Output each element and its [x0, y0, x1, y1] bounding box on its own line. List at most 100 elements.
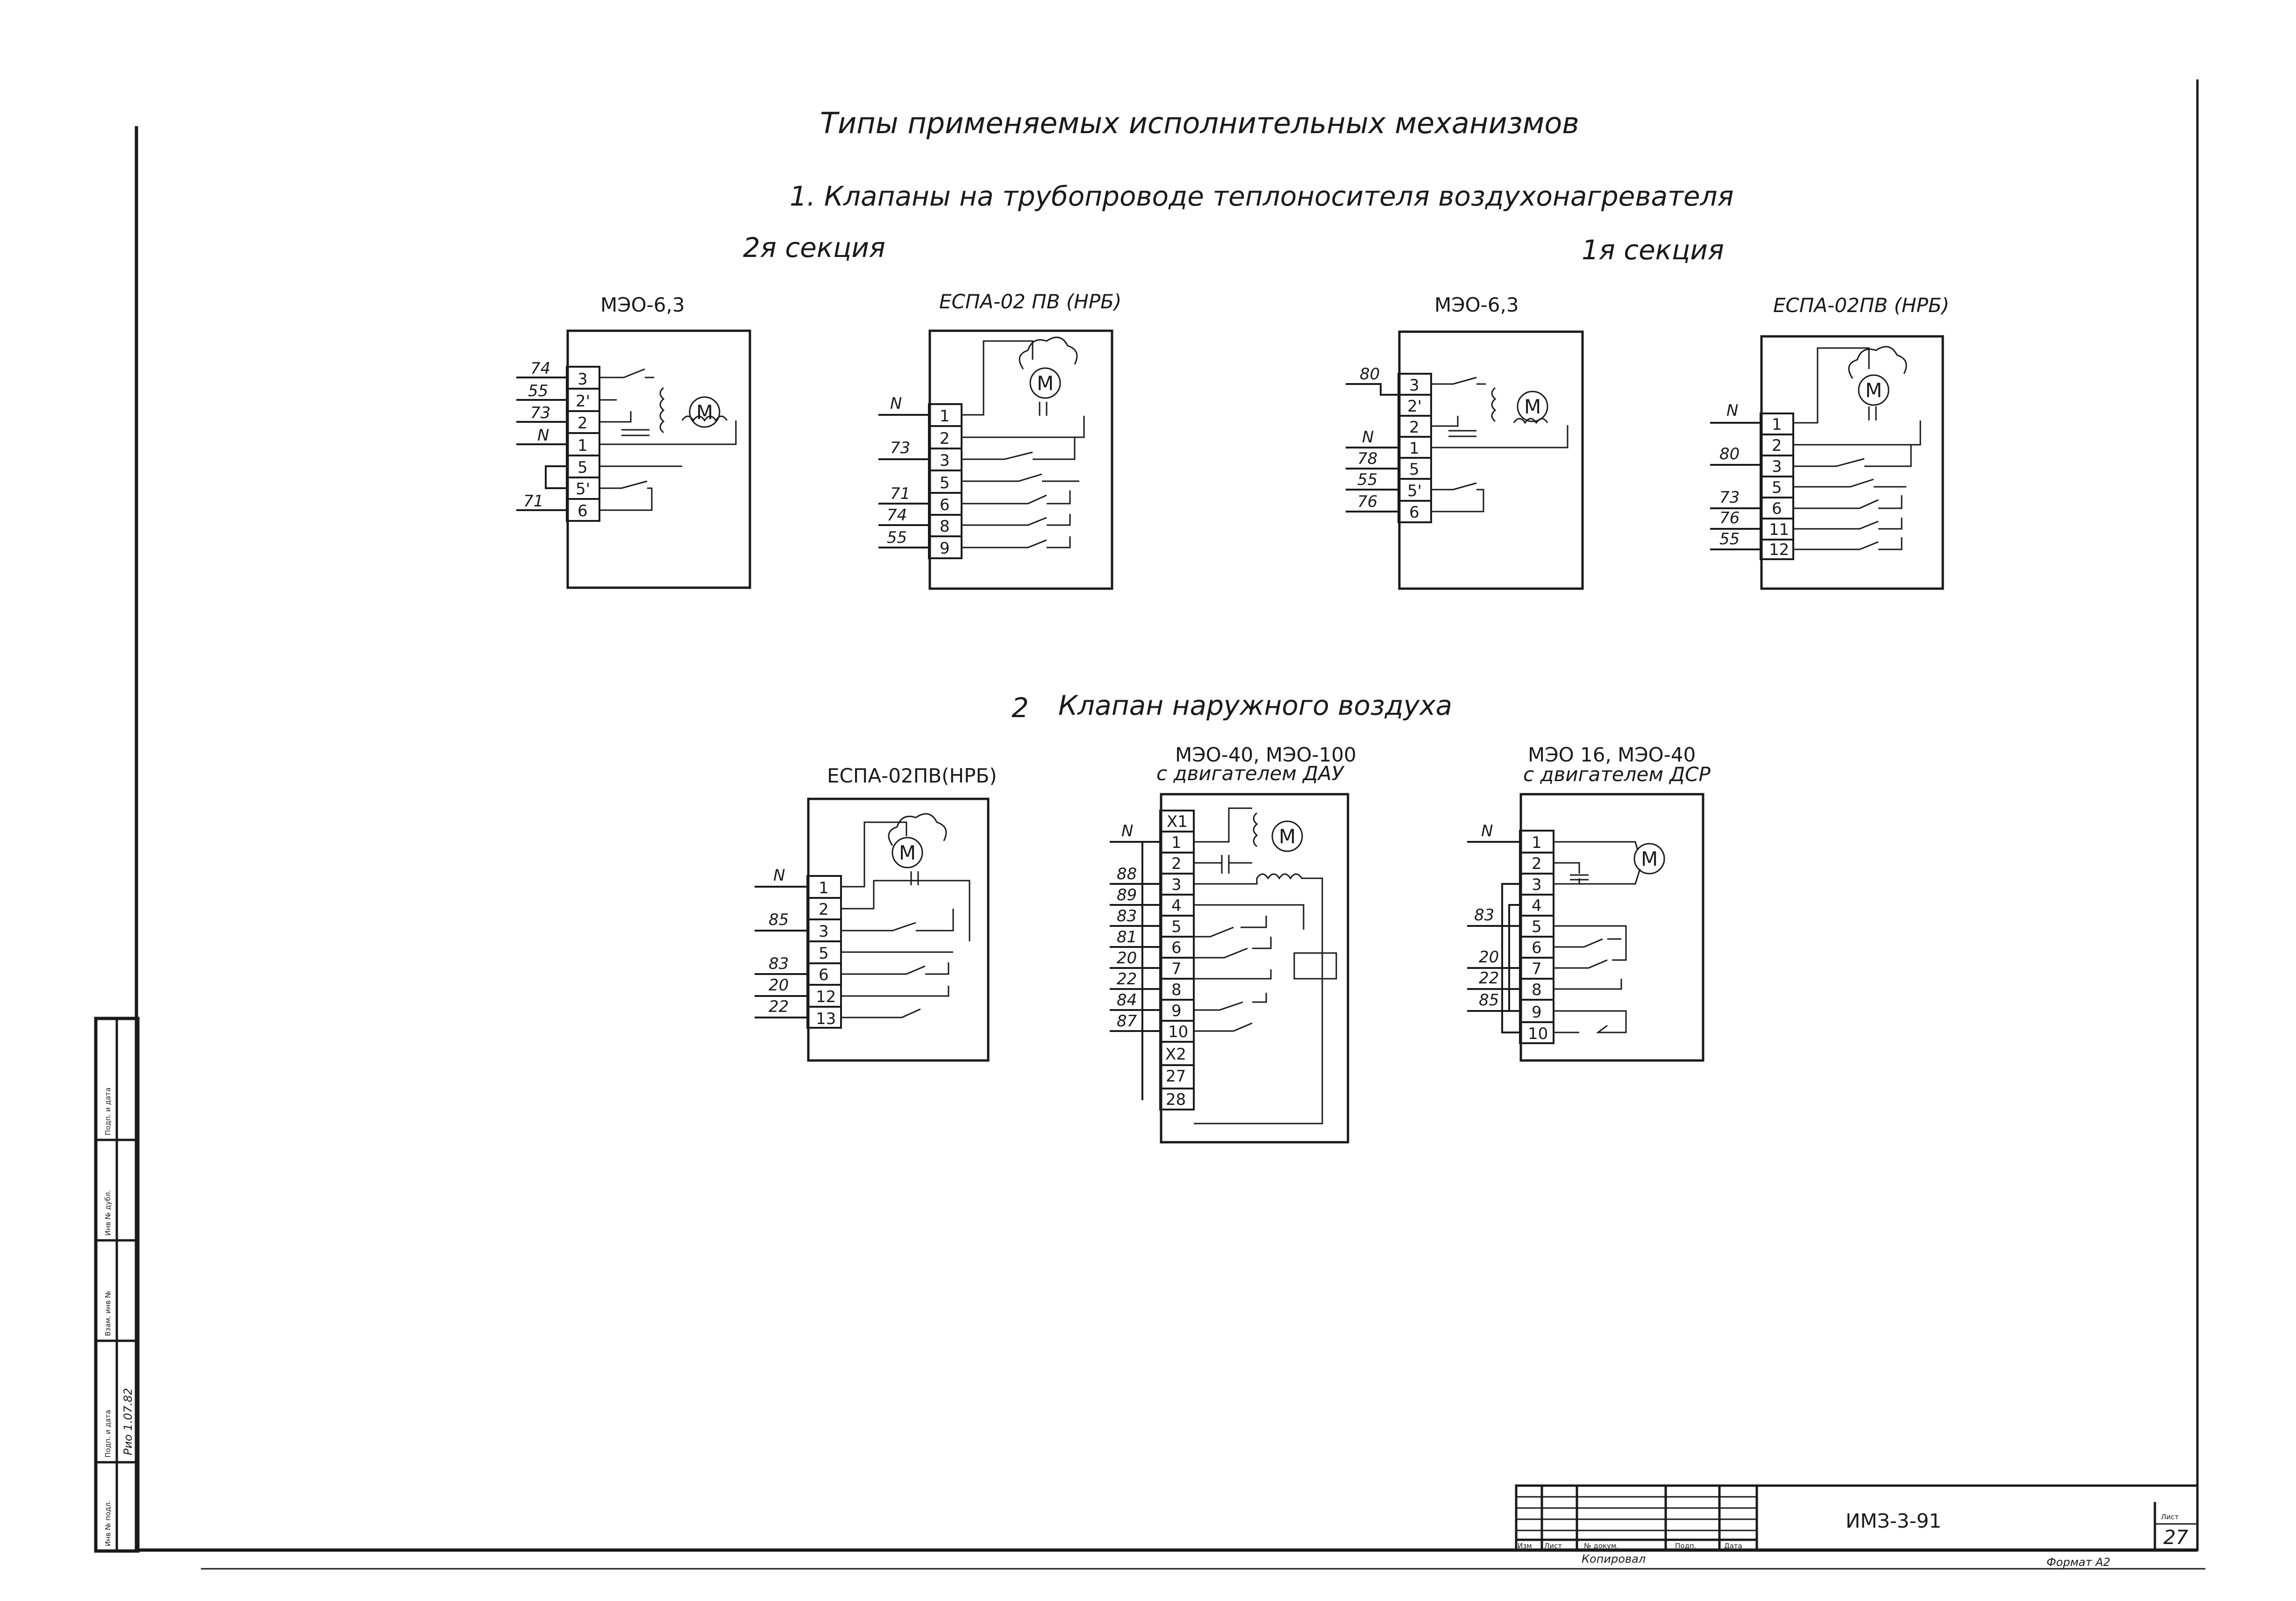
wire-76: 76 [1719, 509, 1740, 527]
section1-title: 1. Клапаны на трубопроводе теплоносителя… [790, 180, 1734, 212]
terminal-2: 2 [1409, 418, 1419, 437]
terminal-2: 2 [1772, 436, 1782, 455]
side-stamp-podp-data-1: Подп. и дата [104, 1410, 112, 1458]
terminal-2p: 2' [576, 392, 590, 411]
wire-20: 20 [1117, 949, 1137, 968]
wire-81: 81 [1117, 928, 1137, 946]
terminal-3: 3 [578, 370, 588, 389]
terminal-2: 2 [1171, 854, 1182, 873]
wire-73: 73 [530, 404, 550, 422]
device-meo-6-3-sec2: МЭО-6,3 3 2' 2 1 5 5' 6 74 55 73 N 71 [516, 293, 751, 589]
wire-88: 88 [1117, 865, 1137, 883]
wire-80: 80 [1360, 365, 1380, 384]
wire-N: N [890, 394, 902, 413]
side-stamp-handwriting: Рио 1.07.82 [121, 1388, 135, 1455]
terminal-1: 1 [1171, 833, 1182, 852]
block-X1: X1 [1167, 812, 1188, 831]
section2-title: Клапан наружного воздуха [1058, 690, 1452, 721]
side-stamp: Инв № подл. Подп. и дата Взам. инв № Инв… [94, 1017, 140, 1553]
side-stamp-inv-podl: Инв № подл. [104, 1500, 112, 1546]
terminal-1: 1 [940, 407, 950, 426]
wire-74: 74 [530, 359, 550, 378]
wire-78: 78 [1357, 449, 1377, 468]
terminal-1: 1 [1532, 833, 1542, 852]
terminal-28: 28 [1166, 1090, 1186, 1109]
device-name: МЭО-6,3 [1434, 293, 1519, 316]
wire-20: 20 [1479, 948, 1499, 967]
internal-circuit [962, 336, 1085, 548]
wires [1467, 841, 1520, 1033]
terminal-6: 6 [578, 502, 588, 520]
side-stamp-podp-data-2: Подп. и дата [104, 1088, 112, 1135]
wire-73: 73 [1719, 488, 1740, 507]
terminal-6: 6 [940, 496, 950, 514]
terminal-2: 2 [940, 429, 950, 448]
terminal-5: 5 [819, 944, 829, 963]
wire-20: 20 [769, 976, 789, 995]
terminal-6: 6 [819, 966, 829, 984]
wire-N: N [773, 866, 785, 885]
terminal-1: 1 [1409, 439, 1419, 458]
terminal-1: 1 [578, 436, 588, 455]
terminal-10: 10 [1528, 1025, 1548, 1043]
internal-circuit [599, 368, 737, 511]
wires [1110, 841, 1160, 1100]
col-list: Лист [1544, 1542, 1562, 1550]
doc-code: ИМЗ-3-91 [1846, 1509, 1941, 1532]
wires [755, 886, 807, 1018]
terminal-10: 10 [1168, 1023, 1188, 1041]
col-n-dokum: № докум. [1584, 1542, 1619, 1550]
wire-71: 71 [890, 484, 910, 503]
terminal-8: 8 [940, 517, 950, 536]
wire-73: 73 [890, 439, 910, 457]
device-meo-16-40-dsr: МЭО 16, МЭО-40 с двигателем ДСР 1 2 3 4 … [1467, 743, 1711, 1062]
wire-83: 83 [769, 954, 789, 973]
terminal-5: 5 [1171, 918, 1182, 936]
wire-22: 22 [769, 997, 789, 1016]
terminal-2: 2 [1532, 854, 1542, 873]
terminal-27: 27 [1166, 1067, 1186, 1086]
wire-22: 22 [1479, 969, 1499, 988]
sheet-number: 27 [2163, 1526, 2189, 1549]
terminal-9: 9 [940, 539, 950, 558]
device-meo-6-3-sec1: МЭО-6,3 3 2' 2 1 5 5' 6 80 N 78 55 76 [1346, 293, 1584, 590]
terminal-3: 3 [1772, 457, 1782, 476]
section1-sec2-label: 2я секция [743, 232, 885, 263]
wire-85: 85 [1479, 991, 1499, 1010]
terminal-2: 2 [819, 900, 829, 919]
terminal-8: 8 [1532, 981, 1542, 999]
internal-circuit [1194, 807, 1323, 1124]
wire-N: N [1362, 428, 1374, 447]
wire-N: N [537, 426, 549, 445]
terminal-4: 4 [1532, 897, 1542, 915]
device-name: МЭО-6,3 [600, 293, 685, 316]
device-name: ЕСПА-02 ПВ (НРБ) [939, 290, 1121, 313]
device-note: с двигателем ДАУ [1156, 762, 1345, 785]
wire-22: 22 [1117, 970, 1137, 989]
wires [1346, 383, 1398, 512]
col-data: Дата [1724, 1542, 1742, 1550]
block-X2: X2 [1165, 1045, 1186, 1064]
terminal-2: 2 [578, 414, 588, 433]
title-block: Изм Лист № докум. Подп. Дата ИМЗ-3-91 Ли… [1515, 1484, 2199, 1569]
terminal-6: 6 [1171, 939, 1182, 957]
wire-55: 55 [887, 528, 907, 547]
terminal-7: 7 [1171, 960, 1182, 978]
terminal-5: 5 [1409, 460, 1419, 479]
wire-83: 83 [1117, 907, 1137, 925]
wire-85: 85 [769, 911, 789, 929]
wires [1710, 422, 1761, 550]
copied-by: Копировал [1582, 1552, 1646, 1565]
terminal-9: 9 [1532, 1003, 1542, 1022]
motor-M: M [1524, 395, 1541, 418]
wire-71: 71 [523, 492, 543, 511]
internal-circuit [1793, 346, 1921, 550]
internal-circuit [1554, 841, 1641, 1033]
terminal-5: 5 [1532, 918, 1542, 936]
motor-M: M [1865, 379, 1882, 402]
terminal-1: 1 [819, 879, 829, 897]
side-stamp-vzam-inv: Взам. инв № [104, 1291, 112, 1336]
wire-80: 80 [1719, 445, 1740, 463]
terminal-12: 12 [816, 988, 836, 1006]
